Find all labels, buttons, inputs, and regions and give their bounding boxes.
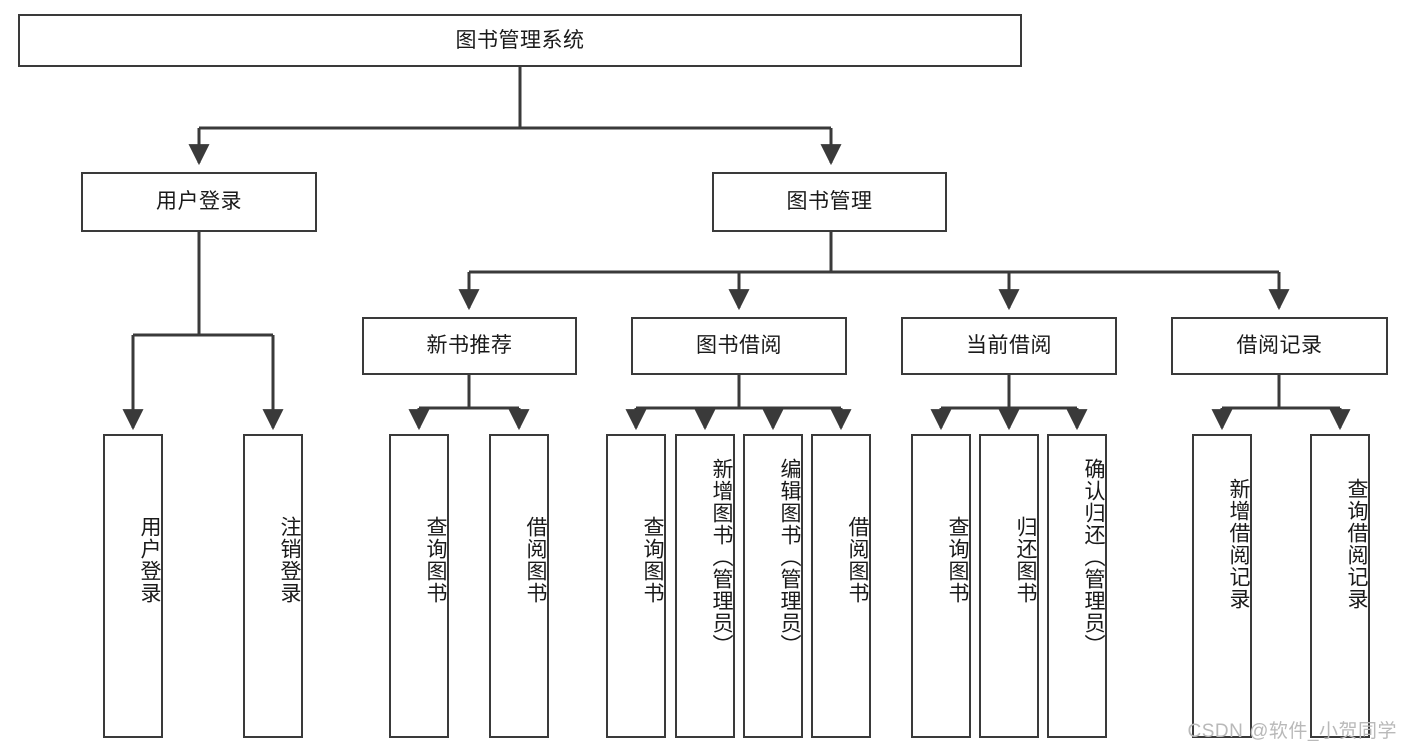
- leaf-borrow-borrow-book[interactable]: 借阅图书: [811, 434, 871, 738]
- leaf-borrow-query-book[interactable]: 查询图书: [606, 434, 666, 738]
- leaf-user-login[interactable]: 用户登录: [103, 434, 163, 738]
- leaf-logout-login[interactable]: 注销登录: [243, 434, 303, 738]
- node-user-login[interactable]: 用户登录: [81, 172, 317, 232]
- node-book-borrow[interactable]: 图书借阅: [631, 317, 847, 375]
- leaf-current-return-book[interactable]: 归还图书: [979, 434, 1039, 738]
- leaf-current-confirm-return-admin[interactable]: 确认归还（管理员）: [1047, 434, 1107, 738]
- node-current-borrow[interactable]: 当前借阅: [901, 317, 1117, 375]
- leaf-record-query-borrow-record[interactable]: 查询借阅记录: [1310, 434, 1370, 738]
- leaf-record-add-borrow-record[interactable]: 新增借阅记录: [1192, 434, 1252, 738]
- node-book-management[interactable]: 图书管理: [712, 172, 947, 232]
- leaf-current-query-book[interactable]: 查询图书: [911, 434, 971, 738]
- node-new-book-recommend[interactable]: 新书推荐: [362, 317, 577, 375]
- leaf-newbook-query-book[interactable]: 查询图书: [389, 434, 449, 738]
- leaf-borrow-edit-book-admin[interactable]: 编辑图书（管理员）: [743, 434, 803, 738]
- leaf-newbook-borrow-book[interactable]: 借阅图书: [489, 434, 549, 738]
- node-borrow-record[interactable]: 借阅记录: [1171, 317, 1388, 375]
- leaf-borrow-add-book-admin[interactable]: 新增图书（管理员）: [675, 434, 735, 738]
- node-root[interactable]: 图书管理系统: [18, 14, 1022, 67]
